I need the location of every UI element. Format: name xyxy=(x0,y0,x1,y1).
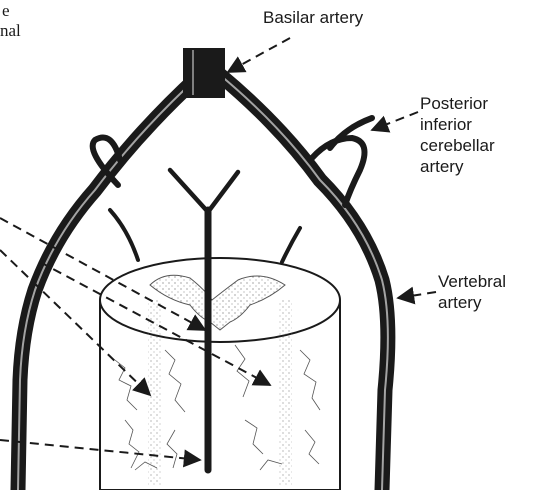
leader-pica xyxy=(372,112,418,130)
leader-vertebral xyxy=(398,292,436,298)
label-posterior-inferior-cerebellar-artery: Posterior inferior cerebellar artery xyxy=(420,93,540,177)
label-pica-line-3: cerebellar xyxy=(420,135,540,156)
label-pica-line-4: artery xyxy=(420,156,540,177)
basilar-artery xyxy=(183,48,225,98)
lateral-column-left xyxy=(148,300,162,485)
pica-right-branch xyxy=(330,118,372,148)
leader-basilar xyxy=(228,38,290,72)
lateral-column-right xyxy=(278,300,292,485)
label-basilar-artery: Basilar artery xyxy=(263,7,363,28)
label-vertebral-line-2: artery xyxy=(438,292,538,313)
label-pica-line-2: inferior xyxy=(420,114,540,135)
label-vertebral-line-1: Vertebral xyxy=(438,271,538,292)
label-pica-line-1: Posterior xyxy=(420,93,540,114)
label-vertebral-artery: Vertebral artery xyxy=(438,271,538,313)
